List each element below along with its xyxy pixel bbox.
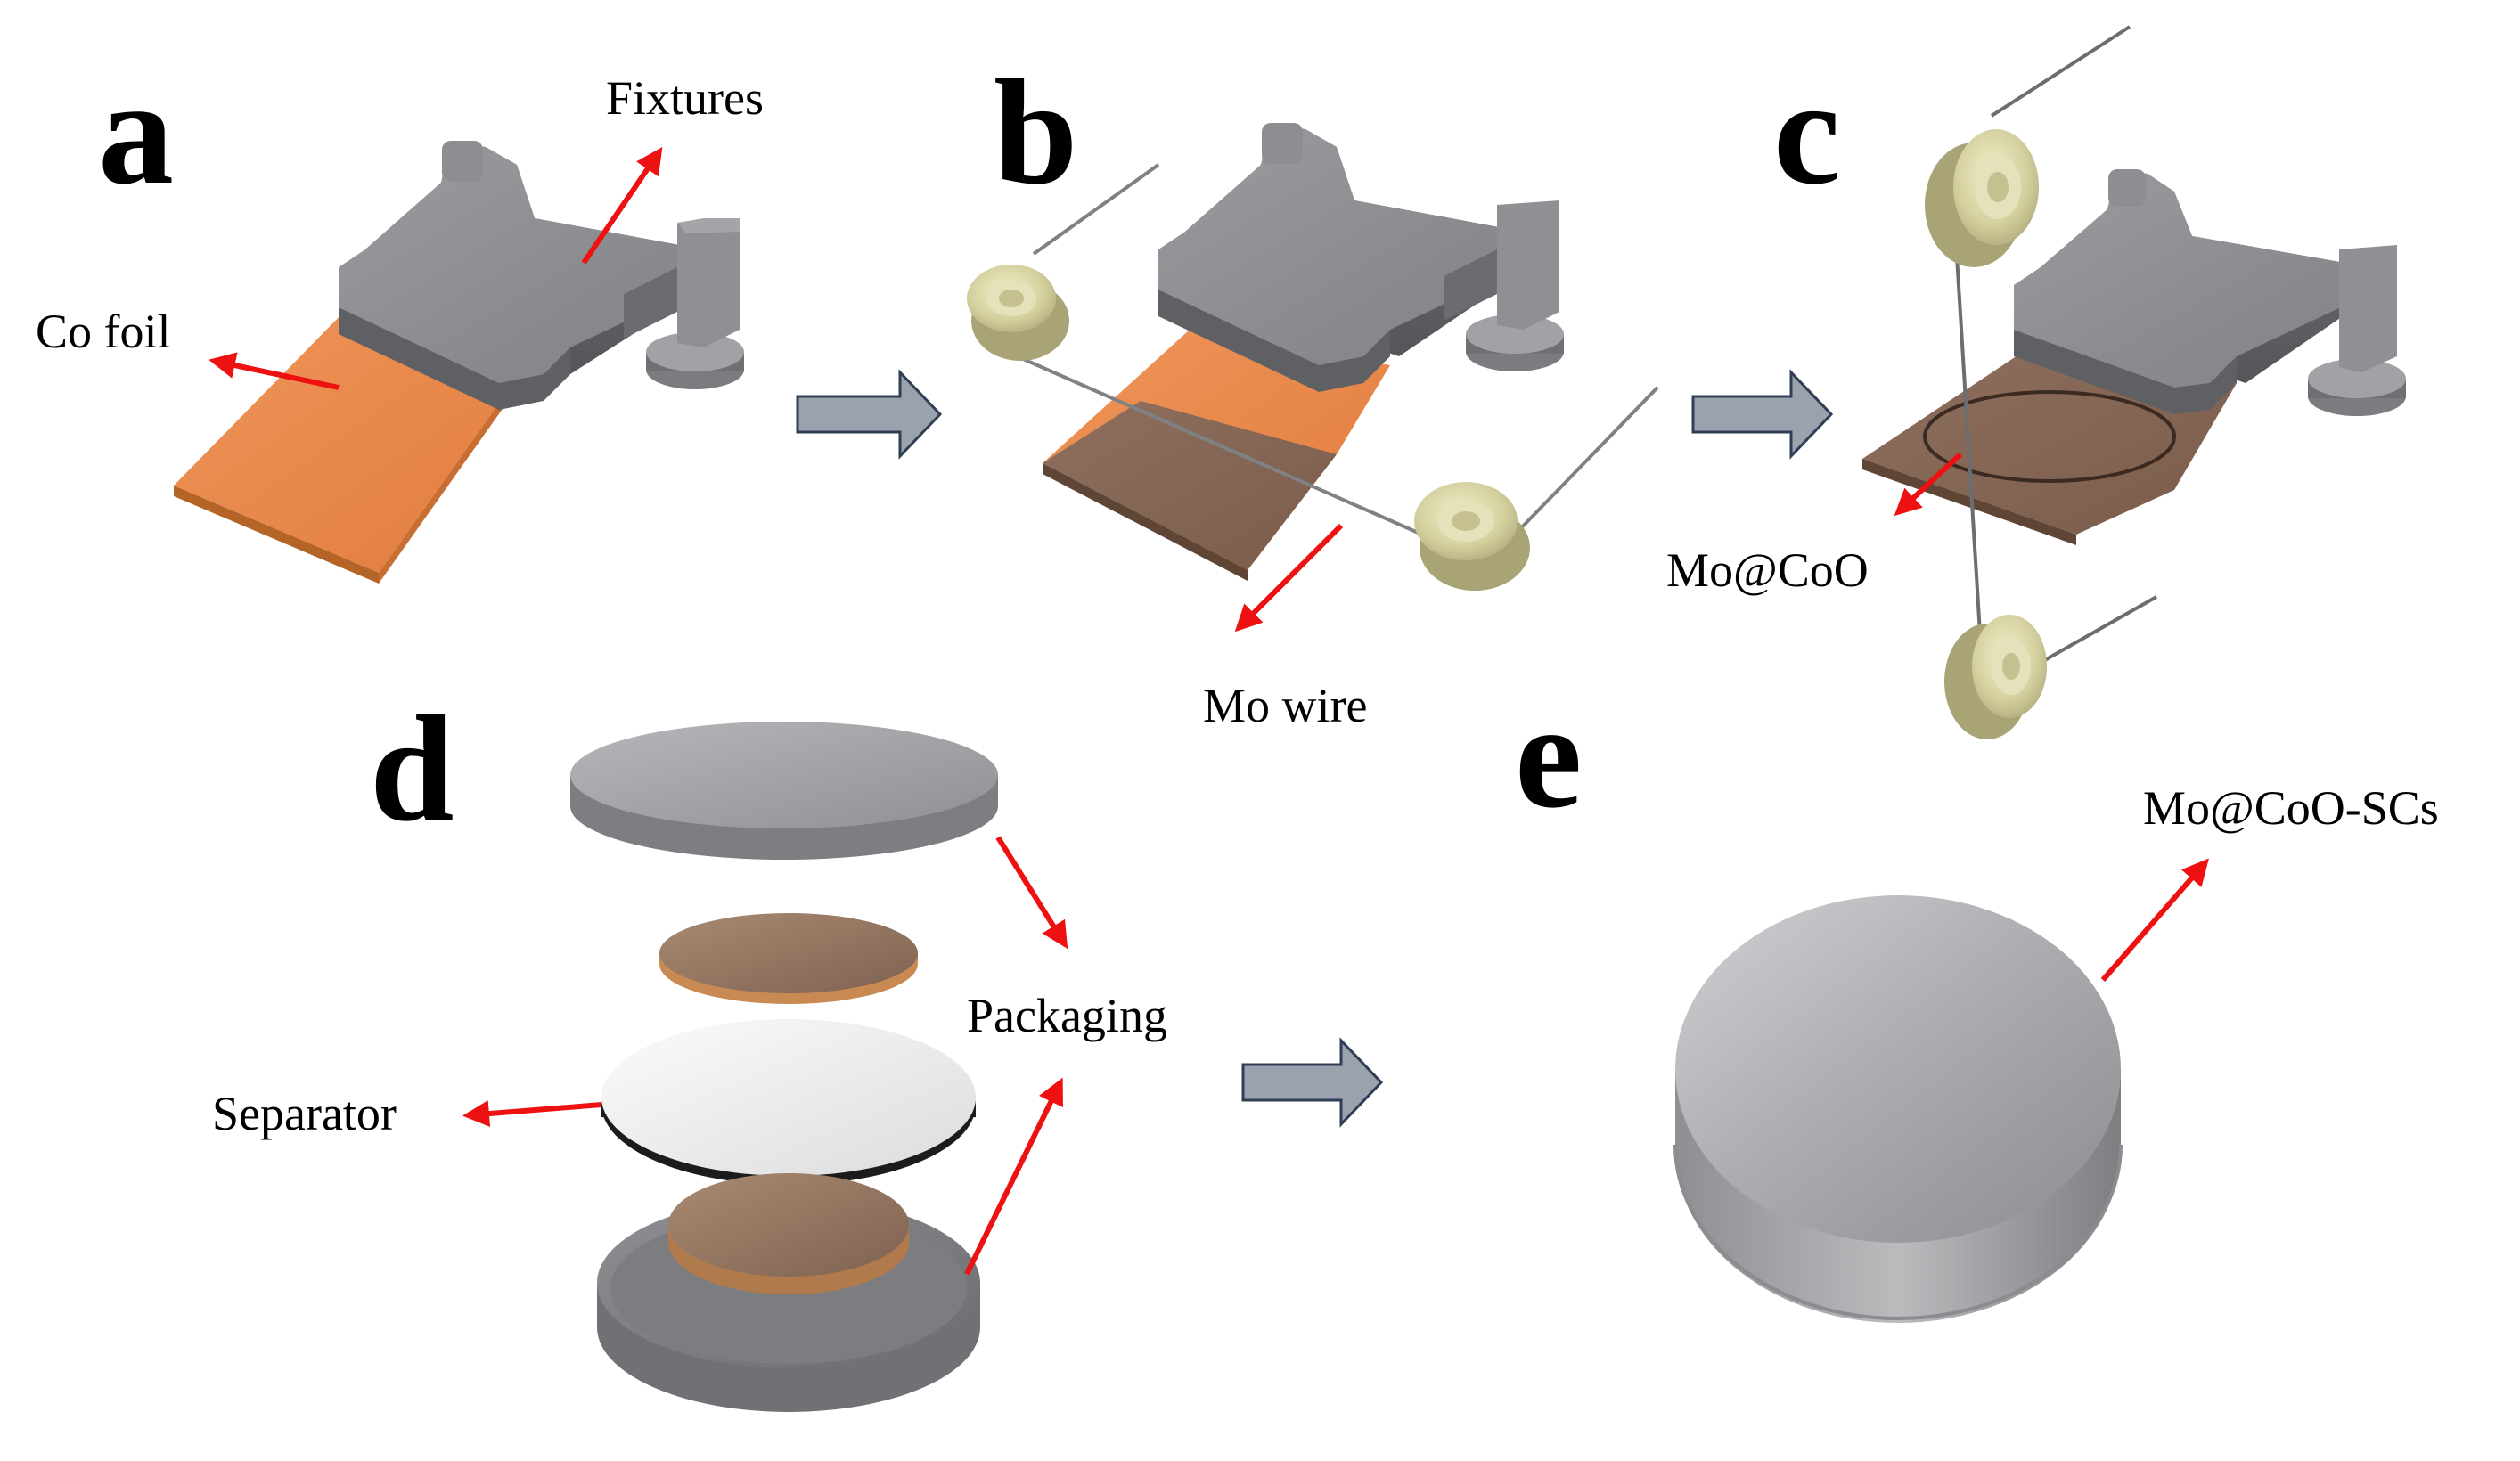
packaging-arrow-bottom (964, 1077, 1063, 1276)
pulley-b-right (1414, 482, 1530, 591)
pulley-c-top (1925, 129, 2039, 267)
panel-d: d Packaging Separator (212, 685, 1167, 1412)
process-arrow-a-b (796, 369, 943, 460)
process-arrow-d-e (1241, 1037, 1384, 1128)
top-cap-disc (570, 722, 998, 860)
label-mo-wire: Mo wire (1203, 679, 1367, 732)
label-separator: Separator (212, 1087, 397, 1140)
panel-letter-e: e (1515, 672, 1582, 839)
foil-strip-b (1043, 330, 1390, 581)
separator-arrow (462, 1100, 602, 1128)
mo-coo-cut-circle (1923, 390, 2176, 483)
label-packaging: Packaging (967, 989, 1167, 1042)
mo-wire-b (1006, 163, 1659, 550)
top-electrode-disc (659, 913, 918, 1004)
mo-coo-arrow (1894, 452, 1963, 517)
pulley-c-bottom (1944, 615, 2047, 739)
panel-letter-c: c (1773, 48, 1840, 216)
coin-cell (1673, 895, 2123, 1323)
fixture-c (2014, 169, 2406, 416)
bottom-electrode-disc (668, 1173, 909, 1294)
label-product: Mo@CoO-SCs (2143, 781, 2439, 835)
fixture-b (1158, 123, 1564, 392)
panel-c: c (1666, 25, 2406, 739)
panel-letter-a: a (98, 48, 174, 216)
packaging-arrow-top (995, 836, 1068, 950)
fixtures-arrow (581, 147, 663, 265)
label-co-foil: Co foil (36, 305, 171, 358)
fixture-a (339, 141, 744, 410)
label-mo-coo: Mo@CoO (1666, 543, 1869, 597)
panel-e: e Mo@CoO-SCs (1515, 672, 2439, 1323)
process-arrow-b-c (1691, 369, 1834, 460)
pulley-b-left (967, 265, 1069, 361)
panel-letter-d: d (370, 685, 454, 853)
separator-disc (601, 1019, 976, 1185)
panel-letter-b: b (994, 48, 1078, 216)
mo-wire-arrow (1234, 523, 1344, 633)
panel-a: a Fixtures Co foil (36, 48, 764, 584)
panel-b: b (967, 48, 1659, 732)
product-arrow (2100, 858, 2209, 982)
label-fixtures: Fixtures (606, 71, 764, 125)
co-foil-arrow (209, 352, 340, 390)
